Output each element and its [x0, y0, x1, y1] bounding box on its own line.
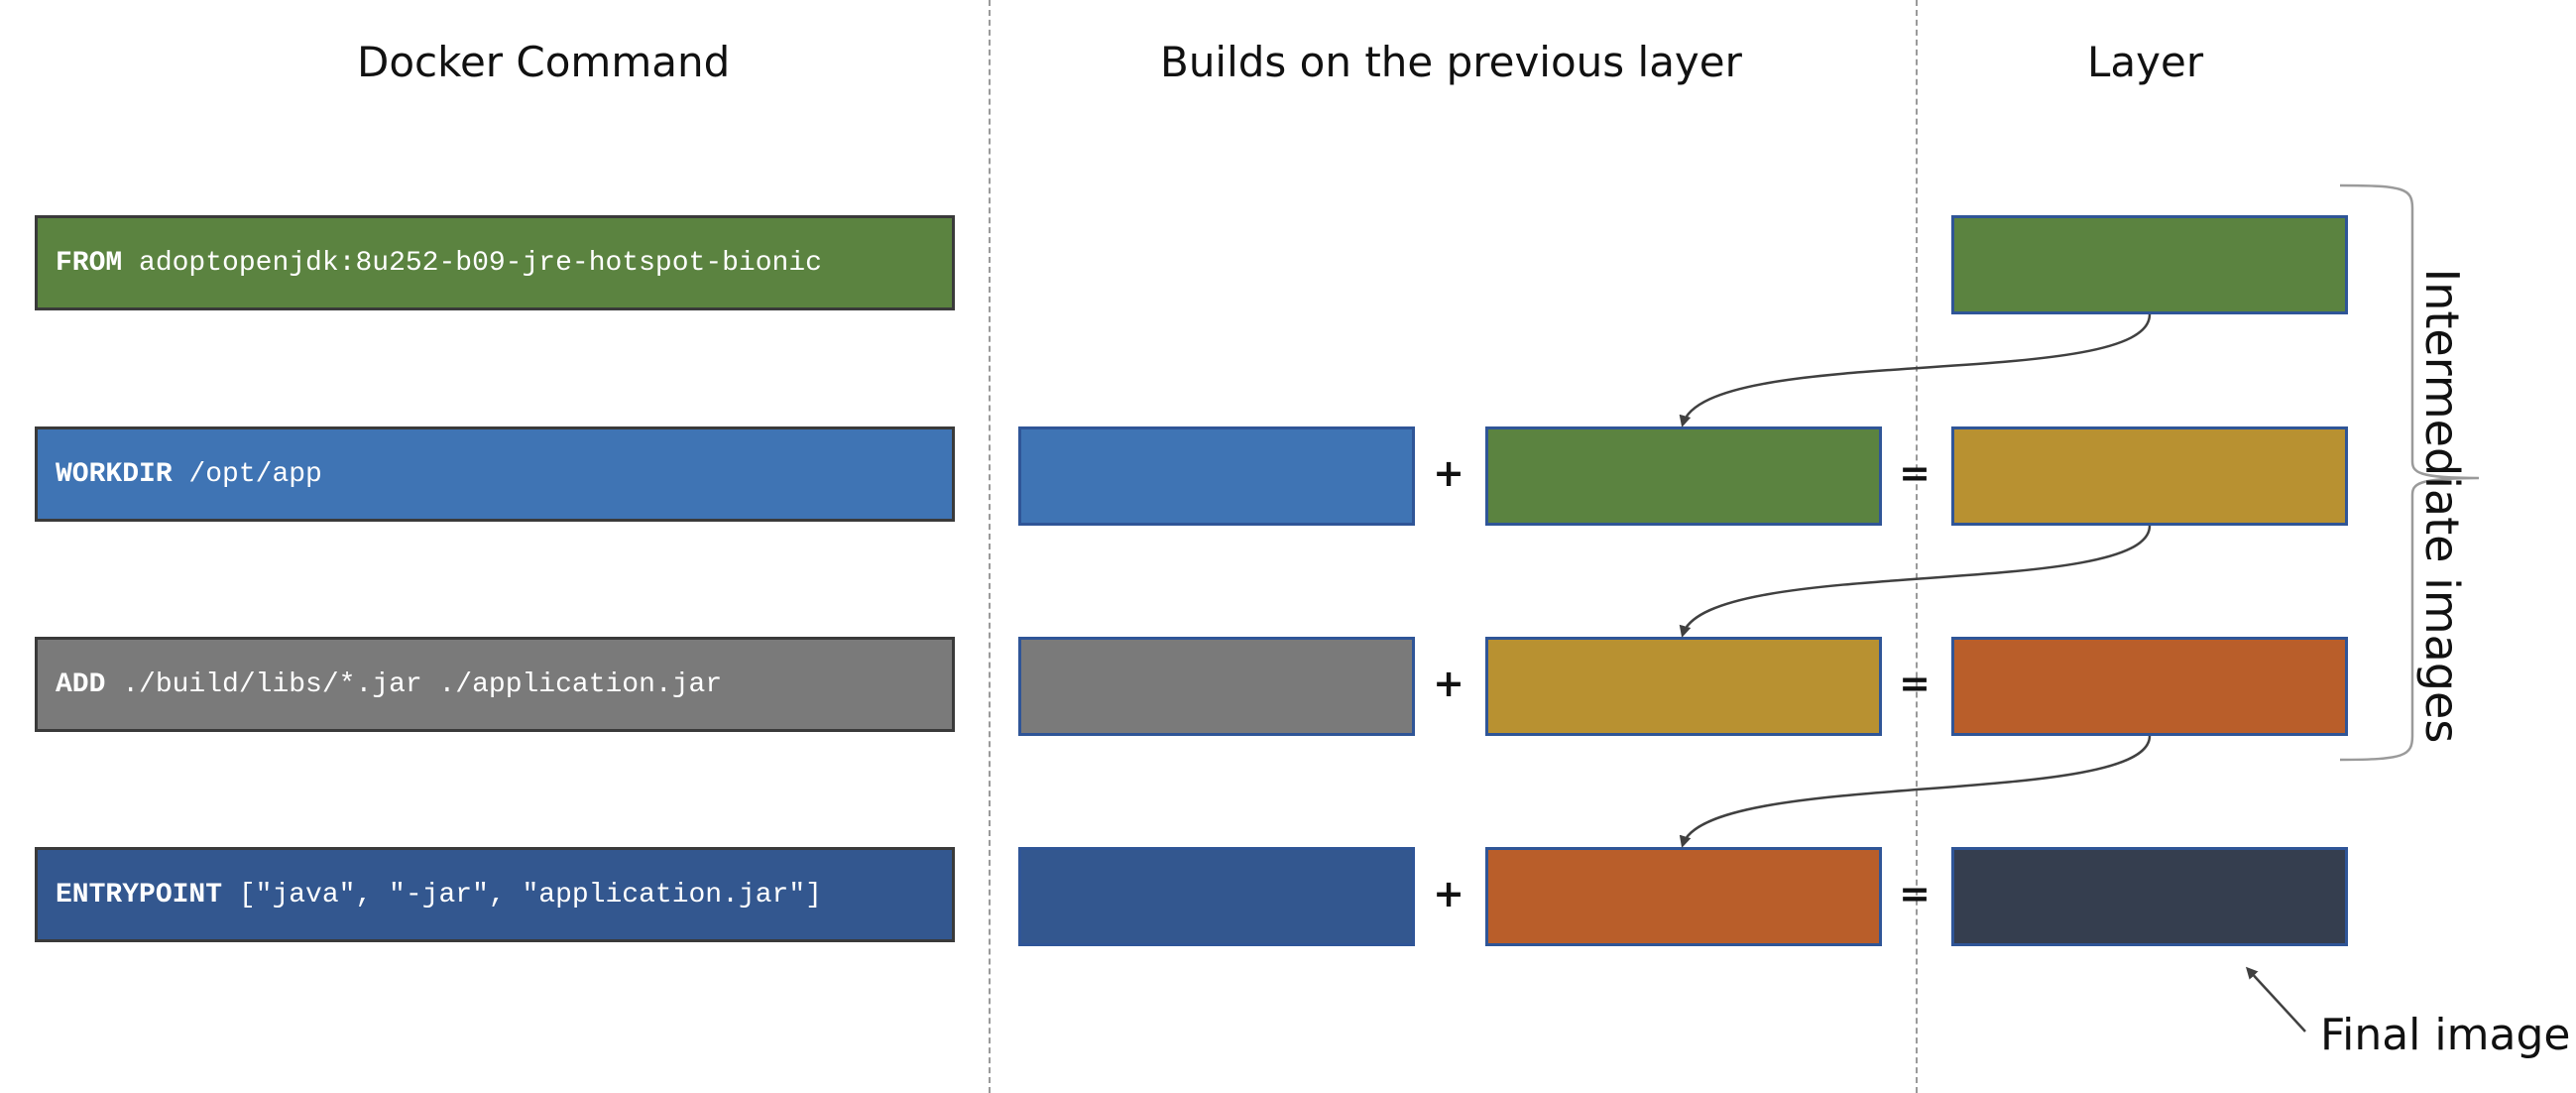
row-2-command-box: [1018, 426, 1415, 526]
row-4-command-box: [1018, 847, 1415, 946]
command-workdir: WORKDIR /opt/app: [35, 426, 955, 522]
command-from-args: adoptopenjdk:8u252-b09-jre-hotspot-bioni…: [122, 247, 822, 279]
header-docker-command: Docker Command: [357, 38, 731, 86]
row-4-equals-sign: =: [1899, 872, 1931, 915]
command-from: FROM adoptopenjdk:8u252-b09-jre-hotspot-…: [35, 215, 955, 310]
connector-arrow-2: [1679, 525, 2152, 638]
row-3-previous-layer-box: [1485, 637, 1882, 736]
row-3-equals-sign: =: [1899, 662, 1931, 705]
command-add-args: ./build/libs/*.jar ./application.jar: [105, 668, 723, 700]
connector-arrow-1: [1679, 313, 2152, 427]
header-builds-on-previous-layer: Builds on the previous layer: [1160, 38, 1742, 86]
layer-3-box: [1951, 637, 2348, 736]
command-workdir-keyword: WORKDIR: [56, 458, 173, 490]
final-image-label: Final image: [2320, 1010, 2571, 1060]
row-2-previous-layer-box: [1485, 426, 1882, 526]
command-from-keyword: FROM: [56, 247, 123, 279]
connector-arrow-3: [1679, 735, 2152, 848]
final-layer-box: [1951, 847, 2348, 946]
row-4-previous-layer-box: [1485, 847, 1882, 946]
command-workdir-args: /opt/app: [172, 458, 322, 490]
row-2-equals-sign: =: [1899, 451, 1931, 495]
command-entrypoint-args: ["java", "-jar", "application.jar"]: [222, 879, 822, 911]
final-image-pointer-arrow: [2245, 966, 2306, 1032]
command-add: ADD ./build/libs/*.jar ./application.jar: [35, 637, 955, 732]
layer-2-box: [1951, 426, 2348, 526]
column-divider-right: [1916, 0, 1918, 1093]
layer-1-box: [1951, 215, 2348, 314]
row-3-command-box: [1018, 637, 1415, 736]
command-add-keyword: ADD: [56, 668, 106, 700]
intermediate-images-bracket: [2339, 183, 2480, 762]
row-4-plus-sign: +: [1433, 872, 1464, 915]
column-divider-left: [989, 0, 991, 1093]
row-2-plus-sign: +: [1433, 451, 1464, 495]
intermediate-images-text: Intermediate images: [2415, 268, 2469, 744]
command-entrypoint-keyword: ENTRYPOINT: [56, 879, 223, 911]
command-entrypoint: ENTRYPOINT ["java", "-jar", "application…: [35, 847, 955, 942]
header-layer: Layer: [2087, 38, 2204, 86]
row-3-plus-sign: +: [1433, 662, 1464, 705]
